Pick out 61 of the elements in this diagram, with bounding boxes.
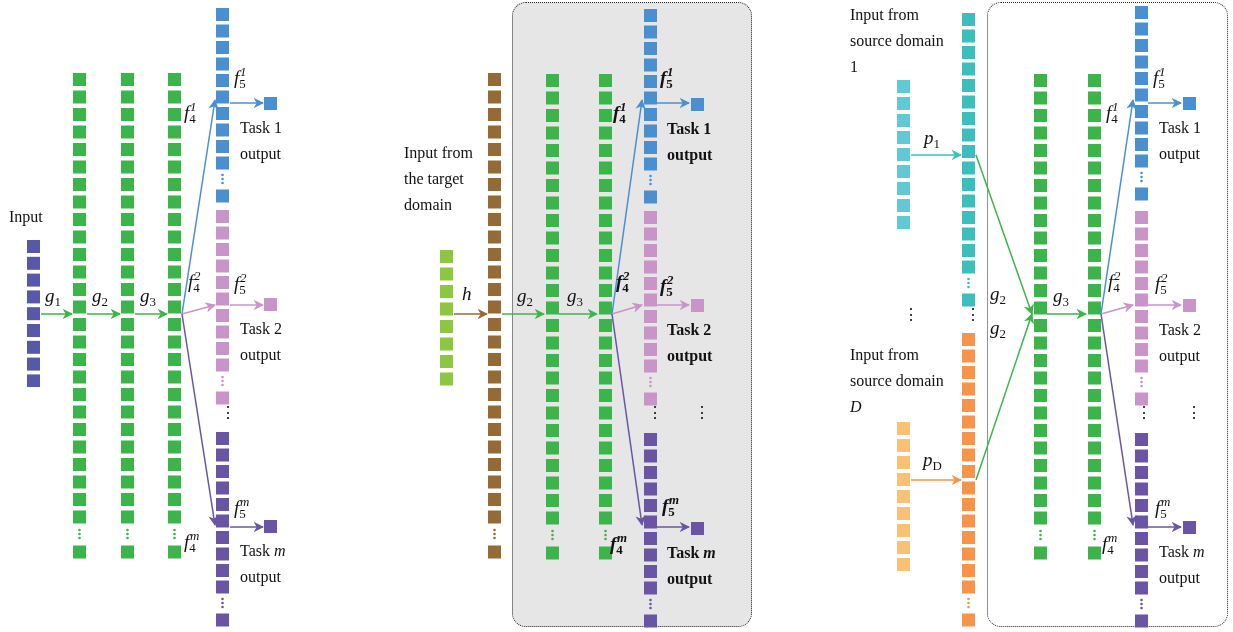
arrow	[1147, 299, 1183, 311]
input-label: Input from source domain D	[850, 345, 945, 417]
arrow	[910, 149, 963, 161]
task-label: Task 2 output	[667, 320, 714, 367]
arrow	[558, 308, 599, 320]
arrow	[611, 313, 646, 527]
edge-label: g$_{2}$	[517, 286, 533, 306]
task-label: Task m output	[1159, 542, 1206, 589]
arrow	[134, 308, 169, 320]
ellipsis: ⋮	[647, 404, 663, 422]
arrow	[611, 302, 643, 315]
edge-label: g$_{1}$	[45, 286, 61, 306]
arrow	[1147, 521, 1183, 533]
arrow	[1100, 98, 1137, 315]
arrow	[656, 299, 691, 311]
edge-label: p$_{D}$	[923, 450, 942, 470]
edge-label: g$_{3}$	[1053, 286, 1069, 306]
task-label: Task 1 output	[240, 118, 283, 165]
arrow	[86, 308, 122, 320]
edge-label: g$_{2}$	[990, 318, 1006, 338]
arrow	[1147, 97, 1183, 109]
arrow	[40, 308, 74, 320]
arrow	[181, 98, 219, 315]
arrow	[229, 521, 265, 533]
input-label: Input	[9, 207, 44, 228]
arrow	[656, 521, 691, 533]
arrow	[181, 313, 219, 527]
task-label: Task m output	[240, 541, 287, 588]
edge-label: h	[462, 284, 472, 304]
ellipsis: ⋮	[1186, 404, 1202, 422]
edge-label: p$_{1}$	[924, 128, 940, 148]
edge-label: g$_{2}$	[990, 284, 1006, 304]
arrow	[975, 313, 1034, 481]
dotted-frame	[512, 2, 752, 627]
arrow	[1100, 313, 1137, 527]
edge-label: g$_{2}$	[92, 286, 108, 306]
arrow	[181, 302, 216, 315]
arrow	[1100, 302, 1134, 315]
arrow	[453, 308, 489, 320]
task-label: Task 2 output	[1159, 320, 1202, 367]
task-label: Task 1 output	[667, 119, 714, 166]
ellipsis: ⋮	[220, 404, 236, 422]
arrow	[611, 98, 646, 315]
arrow	[229, 97, 265, 109]
input-label: Input from source domain 1	[850, 5, 945, 77]
arrow	[656, 97, 691, 109]
edge-label: g$_{3}$	[567, 286, 583, 306]
arrow	[501, 308, 546, 320]
arrow	[229, 299, 265, 311]
task-label: Task 2 output	[240, 319, 283, 366]
arrow	[975, 154, 1034, 315]
ellipsis: ⋮	[903, 306, 919, 324]
input-label: Input from the target domain	[404, 143, 474, 215]
ellipsis: ⋮	[1136, 404, 1152, 422]
arrow	[1046, 308, 1088, 320]
edge-label: g$_{3}$	[140, 286, 156, 306]
task-label: Task 1 output	[1159, 118, 1202, 165]
arrow	[910, 474, 963, 486]
ellipsis: ⋮	[694, 404, 710, 422]
ellipsis: ⋮	[965, 306, 981, 324]
task-label: Task m output	[667, 543, 717, 590]
